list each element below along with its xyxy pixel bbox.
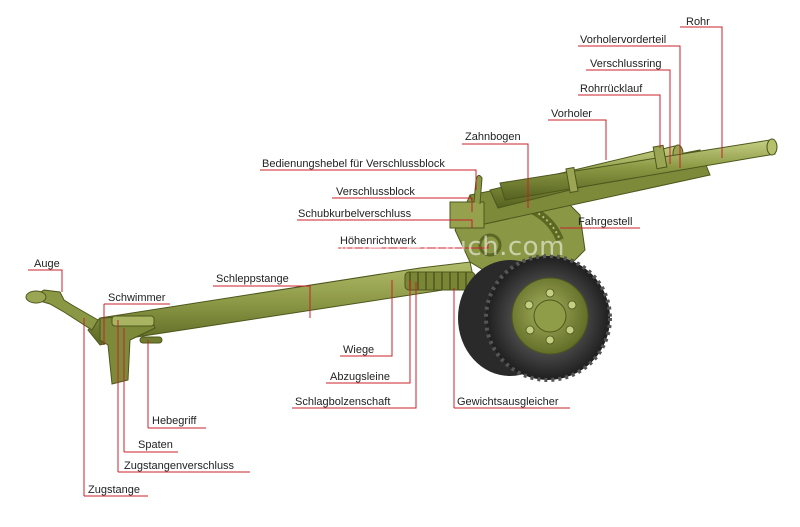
label-auge: Auge <box>34 258 60 270</box>
lunette-eye <box>25 290 47 304</box>
label-schubkurbelverschluss: Schubkurbelverschluss <box>298 208 412 220</box>
elevating-handwheel <box>478 233 502 257</box>
label-rohr: Rohr <box>686 16 710 28</box>
label-gewichtsausgleicher: Gewichtsausgleicher <box>457 396 559 408</box>
label-hoehenrichtwerk: Höhenrichtwerk <box>340 235 417 247</box>
howitzer <box>25 138 778 385</box>
breech-block <box>449 201 485 229</box>
label-schlagbolzenschaft: Schlagbolzenschaft <box>295 396 391 408</box>
float <box>111 315 155 327</box>
label-wiege: Wiege <box>343 344 375 356</box>
label-zugstangenverschluss: Zugstangenverschluss <box>124 460 235 472</box>
label-verschlussblock: Verschlussblock <box>336 186 415 198</box>
label-abzugsleine: Abzugsleine <box>330 371 390 383</box>
label-zahnbogen: Zahnbogen <box>465 131 521 143</box>
label-schleppstange: Schleppstange <box>216 273 289 285</box>
label-zugstange: Zugstange <box>88 484 140 496</box>
lunette-arm <box>28 289 99 331</box>
leader-lines <box>28 26 723 497</box>
label-bedienungshebel: Bedienungshebel für Verschlussblock <box>262 158 445 170</box>
label-fahrgestell: Fahrgestell <box>578 216 633 228</box>
label-verschlussring: Verschlussring <box>590 58 662 70</box>
breech-lever <box>473 174 483 205</box>
label-spaten: Spaten <box>138 439 173 451</box>
label-vorholer: Vorholer <box>551 108 592 120</box>
label-rohrruecklauf: Rohrrücklauf <box>580 83 643 95</box>
lifting-handle <box>139 336 163 344</box>
watermark: www.bildwoerterbuch.com <box>208 232 565 262</box>
label-schwimmer: Schwimmer <box>108 292 166 304</box>
label-hebegriff: Hebegriff <box>152 415 197 427</box>
label-vorholervorderteil: Vorholervorderteil <box>580 34 667 46</box>
